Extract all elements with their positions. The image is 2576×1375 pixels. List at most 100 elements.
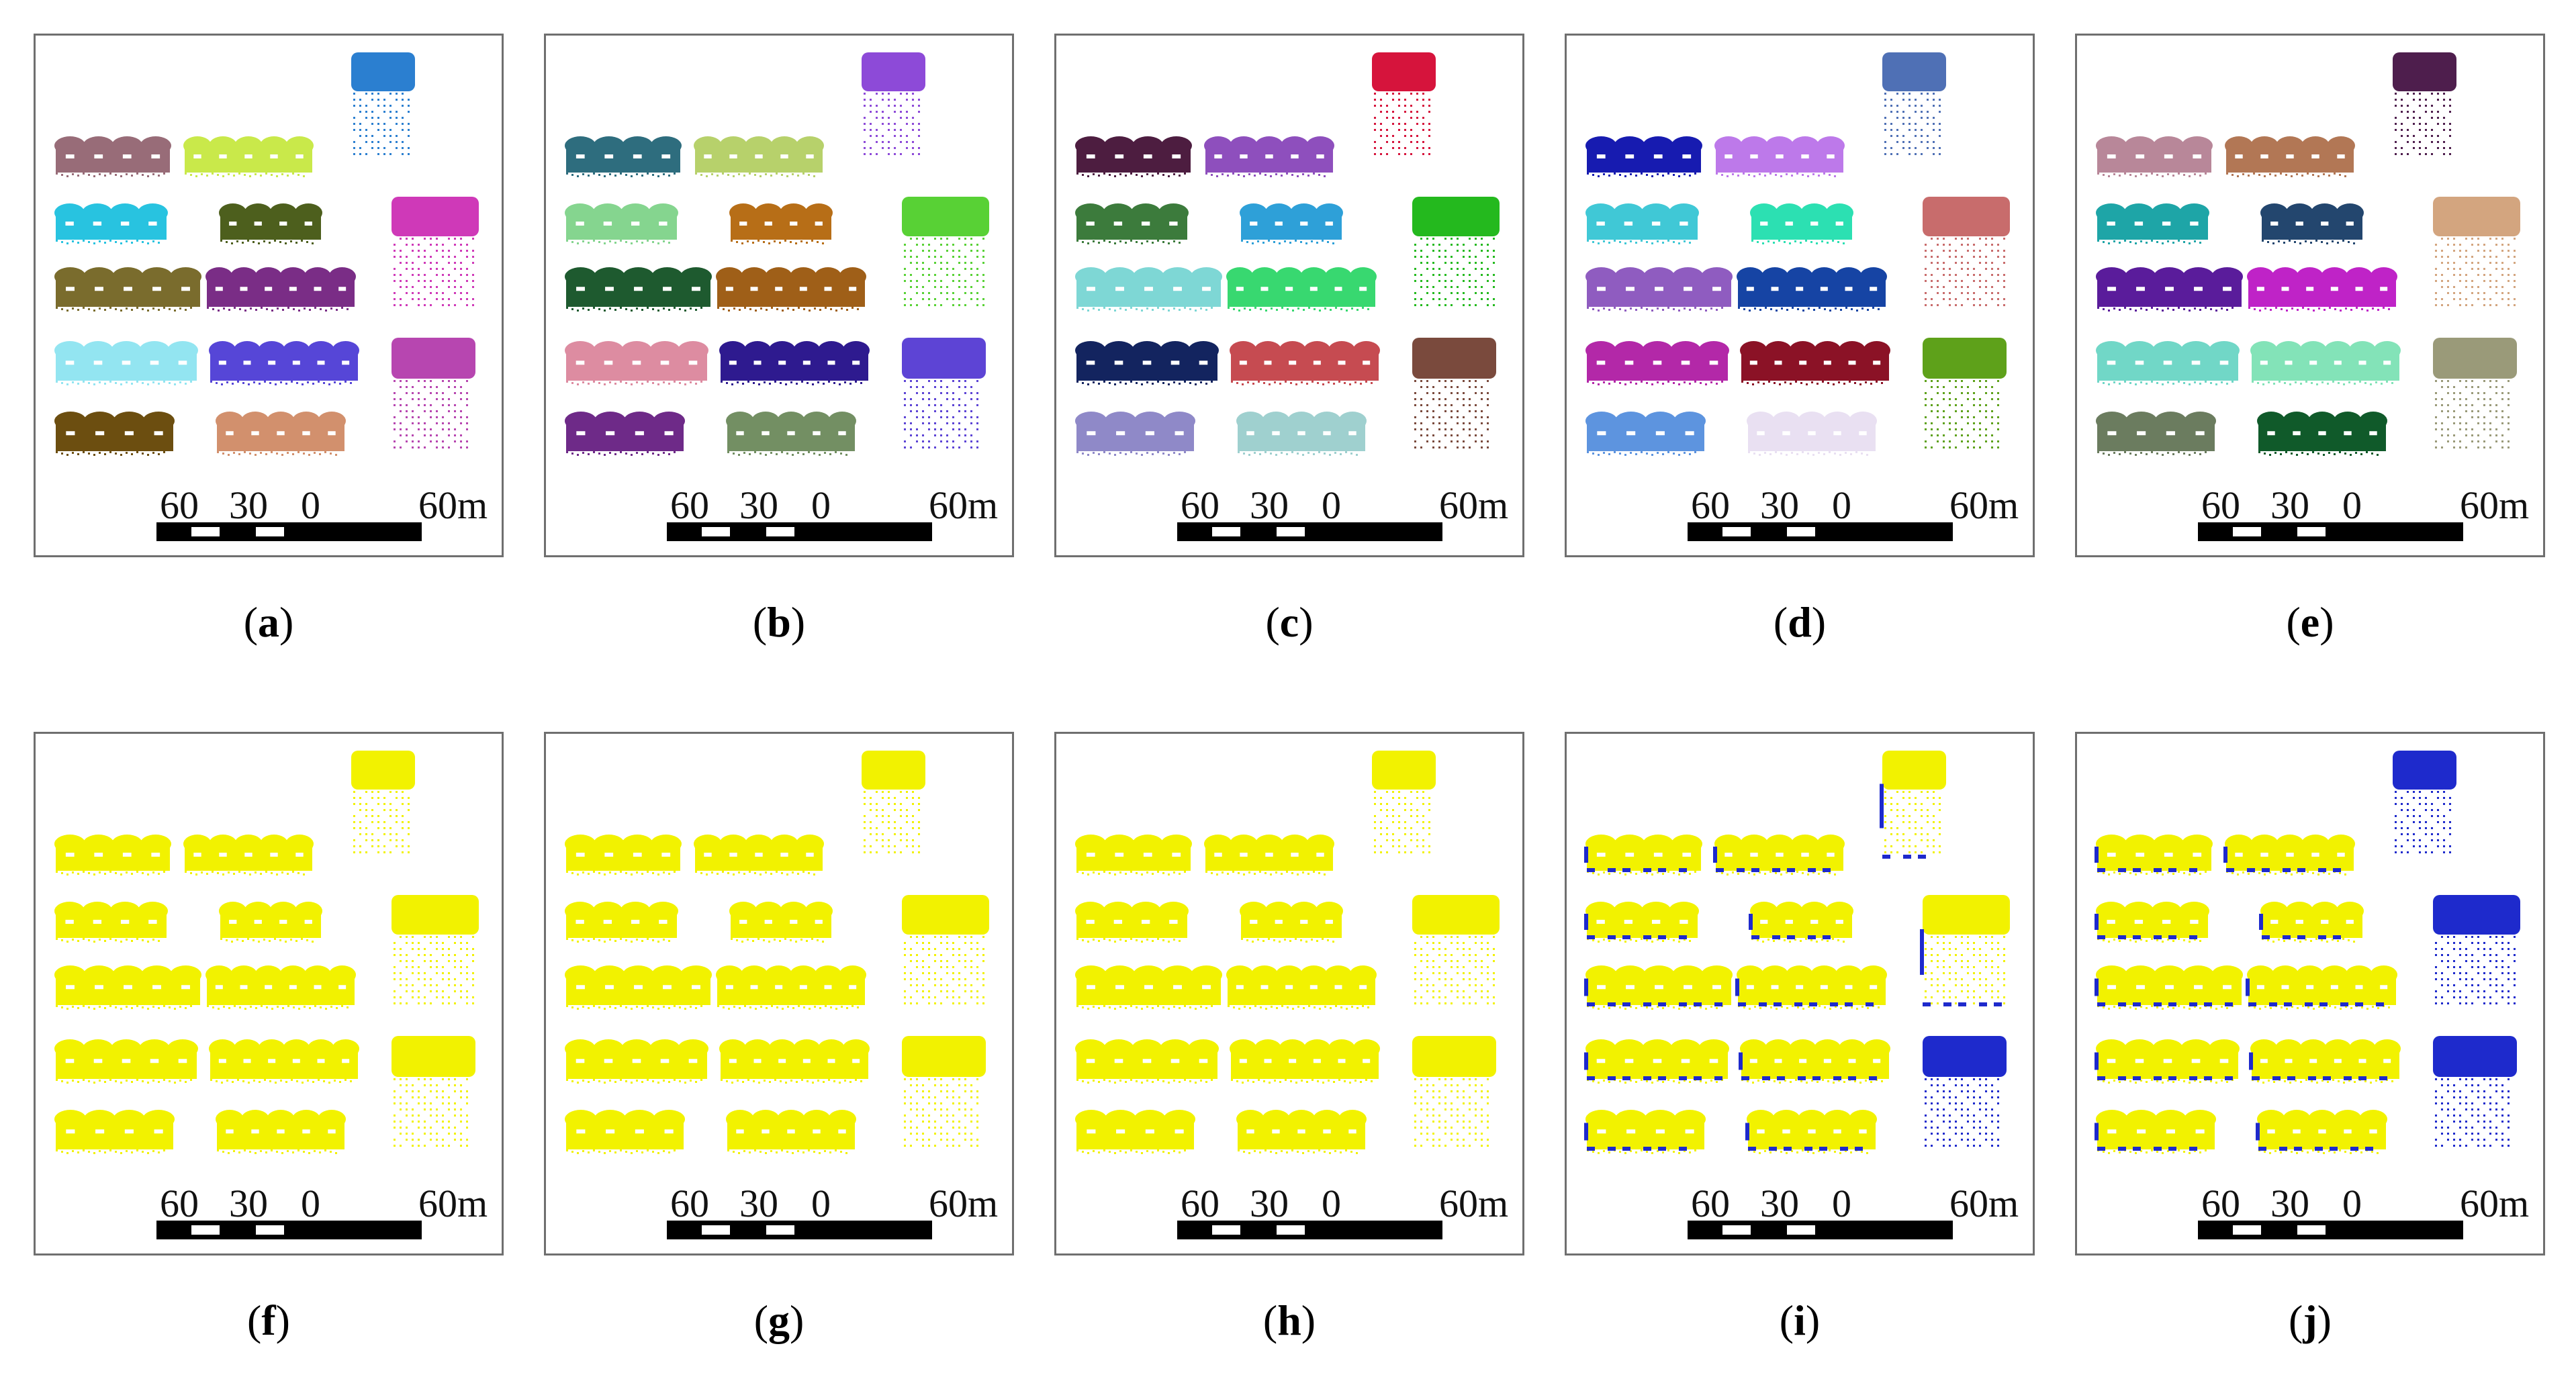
- building-footprint: [1075, 835, 1192, 875]
- scale-bar-gap: [2297, 527, 2326, 536]
- building-footprint: [392, 197, 479, 306]
- panel-caption: (e): [2286, 598, 2334, 646]
- building-footprint: [565, 203, 678, 244]
- scale-bar-gap: [702, 527, 730, 536]
- building-footprint: [1585, 341, 1729, 385]
- building-footprint: [1412, 895, 1500, 1004]
- scale-bar-gap: [2297, 1225, 2326, 1235]
- scale-label: 0: [1832, 1182, 1851, 1225]
- building-footprint: [1236, 1110, 1367, 1154]
- building-footprint: [54, 965, 201, 1010]
- building-footprint: [2250, 341, 2401, 385]
- building-footprint: [726, 412, 856, 456]
- building-footprint: [54, 341, 198, 385]
- building-footprint: [1920, 895, 2010, 1006]
- building-footprint: [1075, 203, 1189, 244]
- building-footprint: [716, 267, 866, 312]
- scale-bar: [1177, 1221, 1442, 1239]
- building-footprint: [2095, 835, 2213, 875]
- panel-caption: (h): [1262, 1296, 1316, 1344]
- scale-label: 60m: [2460, 483, 2530, 527]
- building-footprint: [1584, 835, 1702, 875]
- scale-label: 30: [1250, 1182, 1289, 1225]
- scale-bar-gap: [1722, 527, 1751, 536]
- panel-label: f: [261, 1296, 276, 1344]
- building-footprint: [565, 136, 682, 177]
- building-footprint: [1075, 341, 1219, 385]
- building-footprint: [862, 751, 925, 853]
- building-footprint: [2249, 1039, 2401, 1084]
- scale-bar: [667, 522, 932, 541]
- building-footprint: [1226, 965, 1377, 1010]
- building-footprint: [1740, 341, 1890, 385]
- building-footprint: [565, 412, 685, 456]
- building-footprint: [183, 136, 314, 177]
- point-cloud-map: [565, 52, 989, 541]
- scale-bar: [2198, 1221, 2463, 1239]
- scale-bar-gap: [1277, 1225, 1305, 1235]
- building-footprint: [205, 267, 356, 312]
- building-footprint: [2433, 197, 2520, 306]
- scale-label: 0: [2342, 1182, 2362, 1225]
- building-footprint: [1585, 412, 1706, 456]
- scale-bar: [156, 522, 422, 541]
- building-footprint: [1412, 197, 1500, 306]
- building-footprint: [1412, 1036, 1496, 1147]
- scale-label: 0: [1832, 483, 1851, 527]
- building-footprint: [209, 341, 359, 385]
- building-footprint: [54, 1039, 198, 1084]
- scale-label: 60: [2201, 483, 2240, 527]
- scale-label: 30: [1250, 483, 1289, 527]
- scale-label: 60m: [1949, 483, 2019, 527]
- building-footprint: [2223, 835, 2355, 875]
- scale-label: 30: [1760, 483, 1799, 527]
- building-footprint: [1372, 751, 1436, 853]
- scale-bar: [156, 1221, 422, 1239]
- building-footprint: [565, 1039, 708, 1084]
- building-footprint: [1923, 1036, 2007, 1147]
- building-footprint: [219, 902, 322, 943]
- building-footprint: [2096, 203, 2209, 244]
- building-footprint: [1739, 1039, 1890, 1084]
- building-footprint: [2257, 412, 2387, 456]
- point-cloud-map: [1585, 52, 2010, 541]
- scale-label: 30: [229, 483, 268, 527]
- scale-label: 0: [301, 483, 320, 527]
- scale-bar-gap: [1787, 1225, 1815, 1235]
- building-footprint: [1923, 197, 2010, 306]
- panel-label: h: [1277, 1296, 1301, 1344]
- building-footprint: [2433, 895, 2520, 1004]
- building-footprint: [1075, 1039, 1219, 1084]
- panel-caption: (a): [243, 598, 294, 646]
- scale-label: 60: [670, 483, 709, 527]
- scale-label: 60m: [929, 1182, 999, 1225]
- scale-bar-gap: [2233, 1225, 2261, 1235]
- scale-bar-gap: [1212, 1225, 1240, 1235]
- scale-label: 30: [2270, 483, 2309, 527]
- scale-label: 30: [1760, 1182, 1799, 1225]
- building-footprint: [1236, 412, 1367, 456]
- building-footprint: [1230, 1039, 1380, 1084]
- scale-bar-gap: [1722, 1225, 1751, 1235]
- scale-bar-gap: [1212, 527, 1240, 536]
- building-footprint: [54, 902, 168, 943]
- building-footprint: [2096, 412, 2216, 456]
- building-footprint: [694, 835, 824, 875]
- scale-label: 0: [811, 1182, 831, 1225]
- building-footprint: [726, 1110, 856, 1154]
- building-footprint: [2433, 1036, 2517, 1147]
- building-footprint: [1204, 835, 1334, 875]
- building-footprint: [719, 341, 870, 385]
- scale-label: 0: [1322, 483, 1341, 527]
- building-footprint: [1750, 203, 1853, 244]
